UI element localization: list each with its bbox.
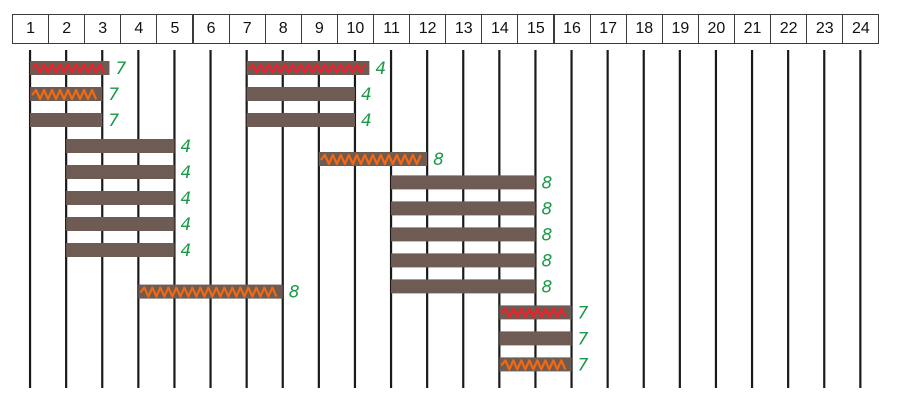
orange-scribble [500, 359, 567, 371]
task-bar: 8 [391, 173, 552, 193]
duration-label: 8 [541, 199, 552, 219]
task-bar: 8 [391, 225, 552, 245]
duration-label: 7 [578, 329, 589, 349]
task-bar-rect [66, 217, 175, 231]
column-header-21: 21 [734, 14, 772, 44]
task-bar: 8 [391, 277, 552, 297]
task-bar: 7 [499, 329, 589, 349]
task-bar-rect [246, 113, 355, 127]
task-bar: 4 [66, 189, 191, 209]
task-bar: 7 [30, 85, 119, 105]
red-scribble [247, 62, 366, 75]
task-bar: 7 [30, 59, 126, 79]
task-bar-rect [66, 165, 175, 179]
task-bar: 8 [138, 283, 300, 303]
duration-label: 8 [289, 283, 300, 303]
task-bar-rect [391, 201, 536, 216]
column-header-15: 15 [517, 14, 555, 44]
duration-label: 8 [541, 173, 552, 193]
task-bar: 8 [391, 199, 552, 219]
column-header-1: 1 [12, 14, 50, 44]
column-header-7: 7 [228, 14, 266, 44]
duration-label: 4 [180, 241, 191, 261]
duration-label: 4 [375, 59, 386, 79]
column-header-20: 20 [697, 14, 735, 44]
task-bar-rect [391, 279, 536, 294]
column-header-16: 16 [553, 14, 591, 44]
orange-scribble [31, 88, 98, 101]
column-header-10: 10 [336, 14, 374, 44]
task-bar-rect [391, 175, 536, 190]
red-scribble [31, 62, 106, 75]
task-bar-rect [246, 87, 355, 101]
duration-label: 7 [115, 59, 126, 79]
column-header-22: 22 [770, 14, 808, 44]
column-header-11: 11 [373, 14, 411, 44]
column-header-19: 19 [661, 14, 699, 44]
duration-label: 7 [108, 85, 119, 105]
column-header-6: 6 [192, 14, 230, 44]
task-bar: 8 [318, 150, 444, 170]
duration-label: 7 [578, 355, 589, 375]
task-bar: 4 [66, 137, 191, 157]
column-header-13: 13 [445, 14, 483, 44]
column-header-8: 8 [264, 14, 302, 44]
task-bar: 4 [66, 215, 191, 235]
task-bar-rect [499, 331, 572, 346]
duration-label: 4 [361, 85, 372, 105]
duration-label: 8 [541, 225, 552, 245]
task-bar: 4 [246, 85, 372, 105]
task-bar: 7 [30, 111, 119, 131]
task-bar: 4 [66, 241, 191, 261]
task-bar-rect [66, 139, 175, 153]
task-bar-rect [391, 227, 536, 242]
task-bar: 7 [499, 303, 589, 323]
task-bar-rect [391, 253, 536, 268]
task-bar-rect [30, 113, 103, 127]
task-bar: 4 [246, 111, 372, 131]
task-bar: 4 [66, 163, 191, 183]
duration-label: 4 [180, 215, 191, 235]
duration-label: 4 [180, 189, 191, 209]
column-header-12: 12 [409, 14, 447, 44]
column-header-5: 5 [156, 14, 194, 44]
duration-label: 4 [180, 137, 191, 157]
task-bar-rect [66, 243, 175, 257]
orange-scribble [139, 286, 278, 298]
duration-label: 8 [541, 277, 552, 297]
duration-label: 8 [541, 251, 552, 271]
duration-label: 4 [361, 111, 372, 131]
column-header-14: 14 [481, 14, 519, 44]
duration-label: 8 [433, 150, 444, 170]
task-bar: 8 [391, 251, 552, 271]
column-header-2: 2 [48, 14, 86, 44]
duration-label: 7 [108, 111, 119, 131]
red-scribble [500, 307, 567, 319]
duration-label: 4 [180, 163, 191, 183]
task-bar-rect [66, 191, 175, 205]
column-header-24: 24 [842, 14, 880, 44]
task-bar: 7 [499, 355, 589, 375]
duration-label: 7 [578, 303, 589, 323]
task-bar: 4 [246, 59, 386, 79]
orange-scribble [319, 153, 422, 166]
